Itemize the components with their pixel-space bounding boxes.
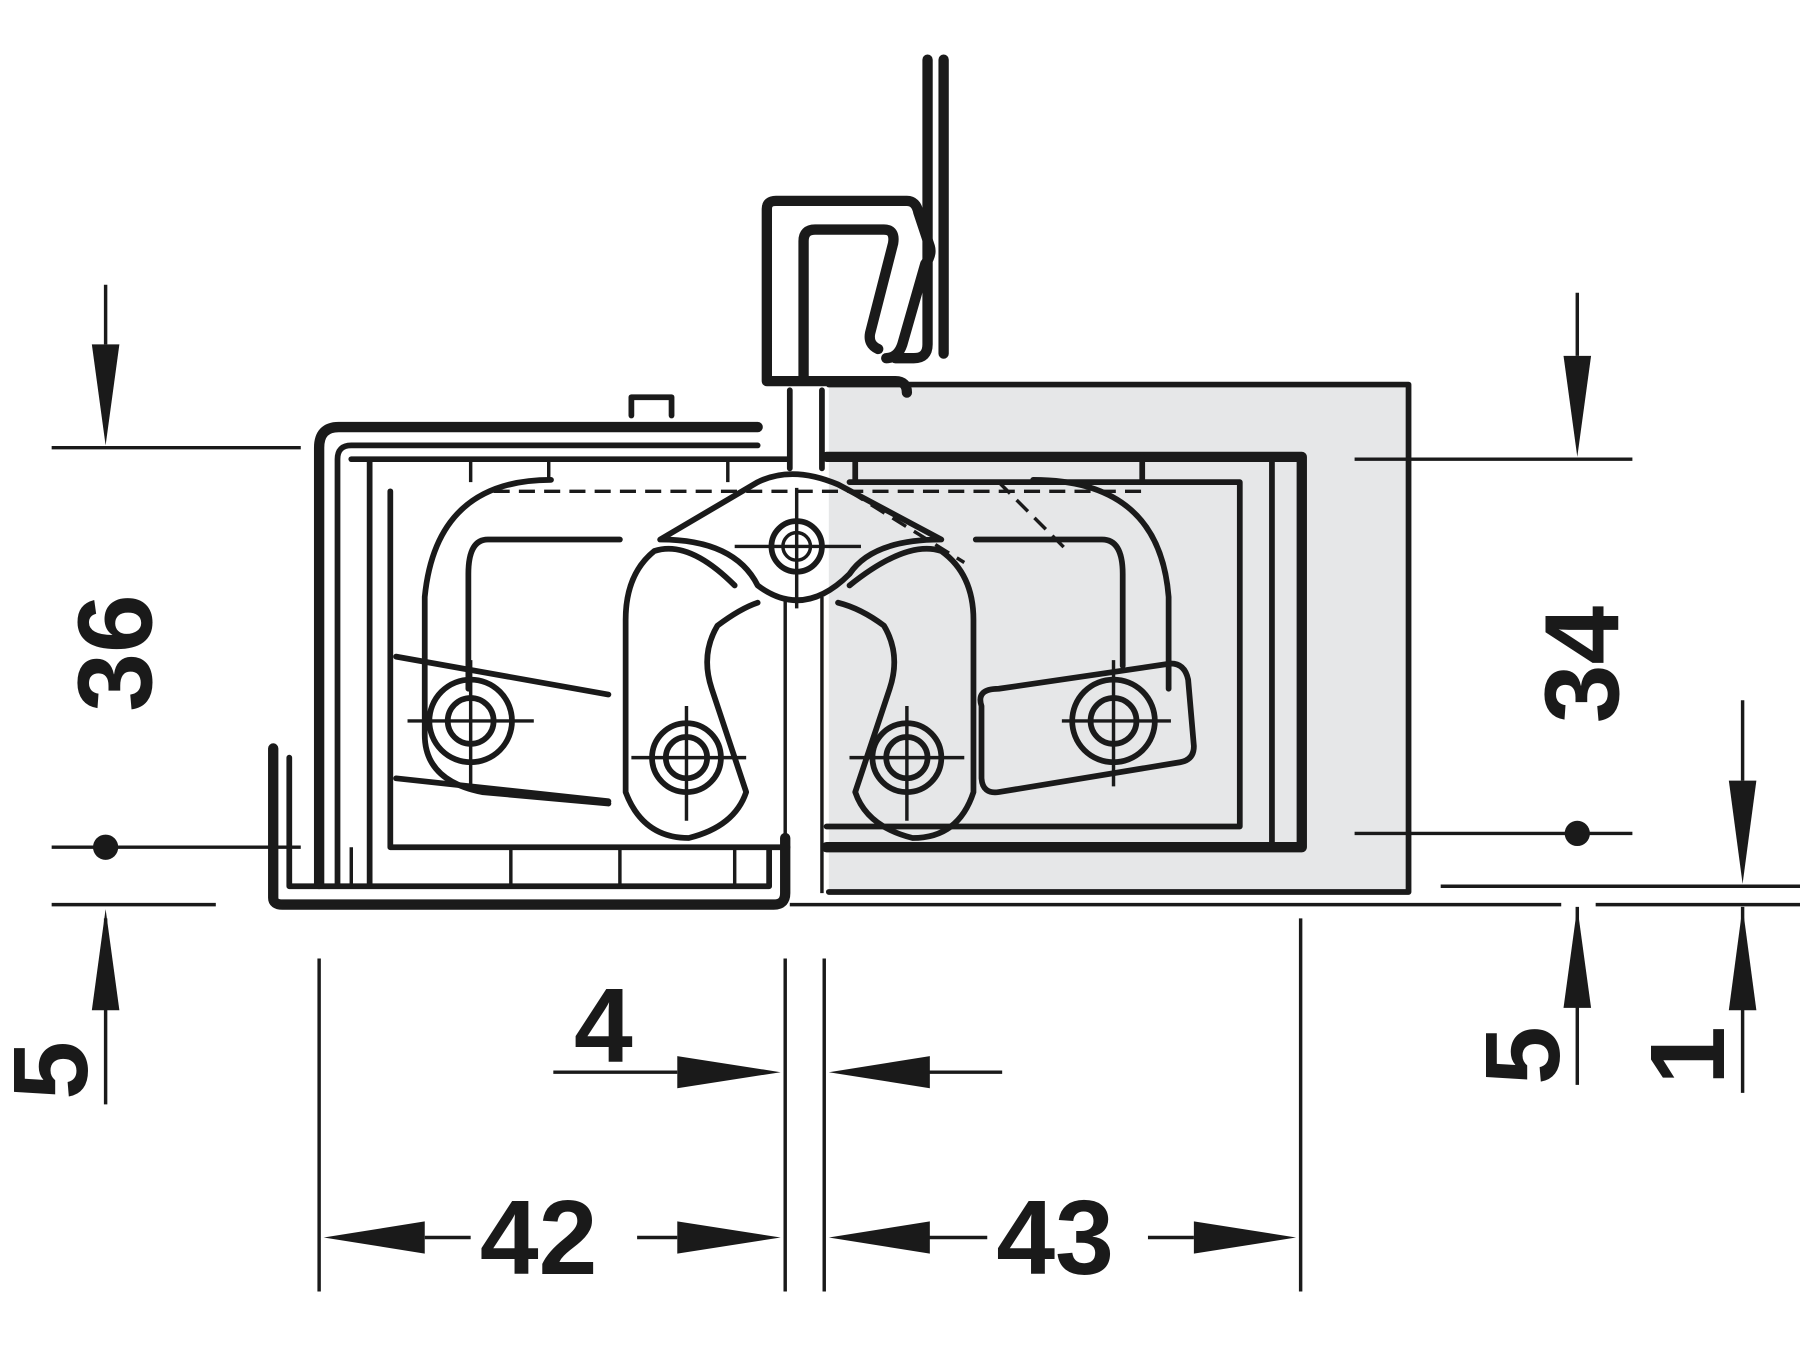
frame-outline (825, 381, 1412, 895)
left-arm-inner (465, 536, 623, 692)
hinge-pivot-post (786, 387, 825, 472)
dimension-34: 34 (1524, 605, 1642, 723)
arrow-up-5-right (1563, 906, 1592, 1008)
arrow-4-left (677, 1056, 781, 1089)
left-curve-arm (622, 545, 761, 841)
pivot-hole (734, 487, 861, 609)
dimension-5-left: 5 (0, 1041, 110, 1100)
arrow-4-right (828, 1056, 930, 1089)
dimension-5-right: 5 (1464, 1026, 1582, 1085)
arrow-up-5-left (91, 909, 120, 1011)
dimension-43: 43 (996, 1179, 1113, 1297)
right-body-inner (823, 454, 1275, 851)
right-arm-outer (1030, 476, 1172, 692)
left-dimension-lines (51, 284, 301, 1105)
right-body (821, 451, 1307, 853)
left-body-inner (286, 442, 791, 890)
left-tab (628, 394, 675, 419)
frame-shaded-area (828, 384, 1409, 892)
divider-lines (783, 596, 824, 905)
left-link (393, 653, 612, 805)
arrow-42-left (323, 1221, 425, 1254)
screw-hole-3 (849, 705, 965, 821)
door-leaf (890, 54, 949, 364)
right-arm-inner (972, 536, 1126, 669)
dimension-42: 42 (480, 1179, 597, 1297)
reference-dot-left (92, 834, 119, 860)
bottom-dimension-lines (317, 902, 1562, 1292)
center-plate (657, 471, 945, 604)
left-body-ribs (349, 459, 737, 887)
right-link (977, 660, 1197, 796)
dashed-hidden-lines (493, 480, 1148, 564)
reference-dot-right (1564, 820, 1590, 847)
arrow-43-right (1193, 1221, 1297, 1254)
hinge-top-bracket (761, 195, 936, 398)
dimension-4: 4 (574, 967, 633, 1085)
dimension-1: 1 (1629, 1026, 1747, 1085)
left-arm-outer (421, 476, 612, 807)
arrow-43-left (828, 1221, 930, 1254)
arrow-down-36 (91, 344, 120, 446)
arrow-42-right (677, 1221, 781, 1254)
screw-hole-2 (631, 705, 747, 821)
arrow-up-1 (1728, 906, 1757, 1011)
dimension-36: 36 (57, 594, 175, 711)
arrow-down-1 (1728, 780, 1757, 884)
screw-hole-4 (1061, 660, 1171, 787)
arrow-down-34 (1563, 355, 1592, 457)
right-curve-arm (835, 545, 977, 841)
screw-hole-1 (407, 660, 534, 787)
